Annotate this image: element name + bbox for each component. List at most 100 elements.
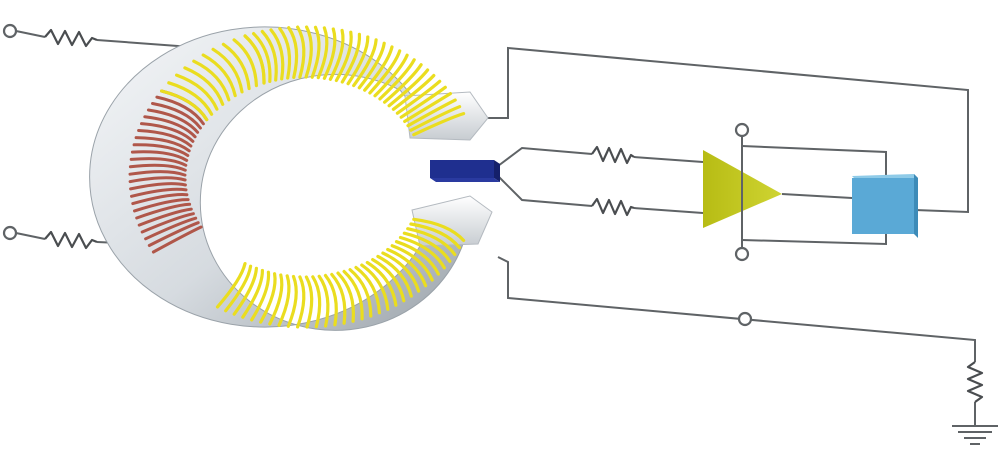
secondary-winding-turn	[376, 254, 413, 298]
primary-winding-turn	[140, 212, 195, 234]
wire-rail-top	[741, 145, 887, 176]
secondary-winding-turn	[409, 105, 462, 132]
wiring	[15, 30, 976, 425]
secondary-winding-turn	[259, 272, 277, 324]
primary-winding-turn	[147, 221, 200, 247]
primary-winding-turn	[137, 129, 193, 148]
terminals	[2, 23, 753, 327]
secondary-winding-turn	[360, 263, 390, 311]
secondary-winding-turn	[394, 240, 440, 276]
secondary-winding-turn	[296, 25, 306, 79]
secondary-winding-turn	[323, 273, 338, 327]
secondary-winding-turn	[373, 53, 409, 98]
secondary-winding-turn	[340, 32, 362, 84]
ground-symbol	[952, 425, 998, 445]
wire-secondary-bottom	[497, 256, 976, 362]
secondary-winding-turn	[252, 32, 272, 83]
secondary-winding	[160, 25, 466, 329]
resistor-input-top	[44, 28, 98, 48]
secondary-winding-turn	[357, 41, 386, 90]
secondary-winding-turn	[354, 265, 381, 315]
output-block	[852, 174, 918, 238]
secondary-winding-turn	[390, 244, 434, 282]
secondary-winding-turn	[224, 264, 253, 313]
secondary-winding-turn	[346, 35, 370, 86]
wire-hall-upper	[497, 146, 593, 167]
secondary-winding-turn	[316, 26, 329, 80]
secondary-winding-turn	[365, 260, 398, 307]
secondary-winding-turn	[167, 81, 214, 116]
secondary-winding-turn	[278, 27, 292, 80]
secondary-winding-turn	[192, 59, 231, 102]
primary-winding-turn	[128, 170, 187, 177]
core-end-bottom	[411, 195, 493, 247]
secondary-winding-turn	[395, 79, 442, 115]
secondary-winding-turn	[260, 29, 278, 82]
secondary-winding-turn	[268, 273, 284, 326]
secondary-winding-turn	[387, 68, 430, 108]
secondary-winding-turn	[277, 274, 291, 327]
secondary-winding-turn	[406, 98, 457, 128]
wire-secondary-top	[478, 46, 969, 214]
secondary-winding-turn	[269, 28, 285, 81]
primary-winding-turn	[151, 225, 203, 254]
secondary-winding-turn	[348, 268, 373, 318]
primary-winding-turn	[146, 108, 200, 134]
secondary-winding-turn	[160, 89, 209, 122]
amp-supply-terminal-bottom	[734, 246, 750, 262]
hall-sensor	[430, 160, 500, 182]
resistor-input-bottom	[44, 230, 98, 250]
secondary-winding-turn	[406, 227, 457, 257]
primary-winding-turn	[151, 102, 202, 130]
primary-winding-turn	[132, 143, 190, 157]
amplifier	[703, 150, 782, 228]
secondary-winding-turn	[383, 63, 423, 104]
secondary-winding-turn	[402, 231, 452, 263]
primary-winding-turn	[134, 136, 191, 153]
secondary-winding-turn	[286, 274, 298, 328]
primary-winding-turn	[133, 198, 190, 213]
resistors	[44, 28, 984, 403]
resistor-ground	[966, 361, 984, 403]
secondary-winding-turn	[371, 258, 406, 303]
secondary-winding-turn	[342, 269, 364, 321]
secondary-winding-turn	[232, 38, 258, 88]
wire-rail-bottom	[741, 232, 887, 246]
primary-winding-turn	[130, 187, 188, 198]
secondary-winding-turn	[412, 217, 466, 242]
secondary-winding-turn	[336, 271, 356, 323]
primary-winding-turn	[137, 207, 193, 227]
wire-res-to-amp-upper	[633, 156, 704, 163]
secondary-winding-turn	[317, 274, 330, 328]
secondary-winding-turn	[287, 26, 299, 79]
secondary-winding-turn	[363, 45, 394, 92]
primary-winding-turn	[135, 202, 192, 220]
secondary-winding-turn	[399, 85, 447, 119]
secondary-winding-turn	[304, 275, 314, 329]
primary-winding-turn	[129, 182, 187, 191]
secondary-winding-turn	[250, 270, 271, 322]
primary-winding-turn	[155, 95, 205, 126]
secondary-winding-turn	[201, 53, 237, 98]
amp-supply-terminal-top	[734, 122, 750, 138]
primary-winding-turn	[143, 115, 197, 139]
test-point-ground-line	[737, 311, 753, 327]
secondary-winding-turn	[328, 28, 345, 81]
resistor-sensor-lower	[591, 197, 635, 217]
wire-amp-output	[781, 193, 853, 199]
secondary-winding-turn	[403, 92, 452, 123]
secondary-winding-turn	[381, 251, 421, 293]
secondary-winding-turn	[378, 58, 416, 101]
secondary-winding-turn	[398, 235, 446, 270]
secondary-winding-turn	[175, 73, 219, 111]
secondary-winding-turn	[386, 247, 428, 288]
primary-winding-turn	[130, 150, 189, 162]
secondary-winding-turn	[330, 272, 347, 325]
secondary-winding-turn	[241, 268, 265, 319]
secondary-winding-turn	[215, 262, 247, 309]
secondary-winding-turn	[310, 25, 321, 79]
secondary-winding-turn	[412, 112, 466, 137]
core-body	[89, 26, 469, 331]
